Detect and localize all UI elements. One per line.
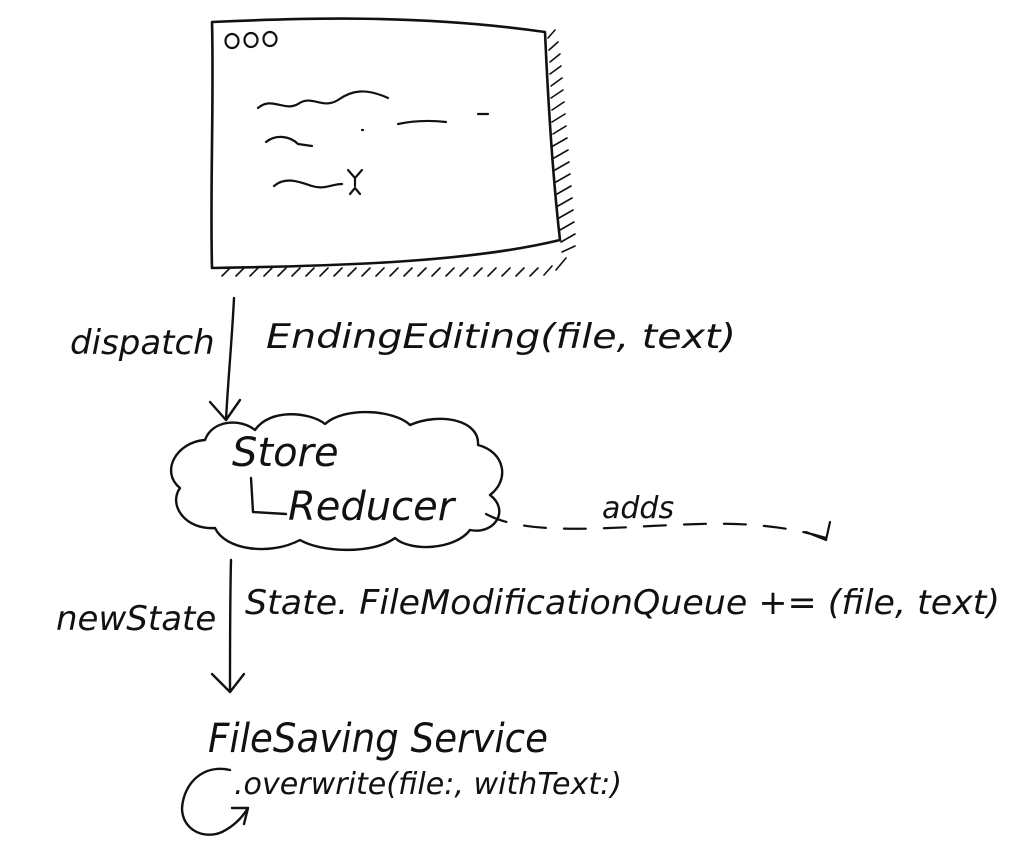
service-title: FileSaving Service [208,716,548,762]
action-label: EndingEditing(file, text) [266,317,736,357]
loop-arrow-icon [180,767,250,836]
new-state-arrow: newState State. FileModificationQueue +=… [56,558,1000,694]
store-cloud-outline [169,410,504,552]
store-title: Store [232,430,339,476]
service-method: .overwrite(file:, withText:) [234,767,622,802]
reducer-tree-icon [249,476,288,516]
new-state-arrow-line [228,558,233,692]
dispatch-arrow: dispatch EndingEditing(file, text) [70,296,736,422]
store-cloud: Store Reducer [169,410,504,552]
app-window-sketch [210,17,576,277]
window-controls [224,30,278,50]
adds-label: adds [602,491,674,526]
new-state-arrowhead-icon [210,672,246,694]
close-dot-icon [224,32,240,50]
file-saving-service: FileSaving Service .overwrite(file:, wit… [180,716,622,836]
adds-arrow: adds [484,491,832,542]
placeholder-text-lines [256,90,490,196]
window-frame [210,17,562,270]
loop-arrowhead-icon [230,806,250,826]
dispatch-arrow-line [224,296,236,422]
new-state-label: newState [56,599,216,639]
maximize-dot-icon [262,30,278,48]
adds-arrowhead-icon [804,520,832,542]
dispatch-label: dispatch [70,323,215,363]
reducer-label: Reducer [288,484,457,530]
adds-arrow-line [484,512,828,540]
minimize-dot-icon [243,31,259,49]
window-shadow-hatching [221,29,576,277]
state-expression: State. FileModificationQueue += (file, t… [245,583,1000,623]
dispatch-arrowhead-icon [208,398,242,422]
